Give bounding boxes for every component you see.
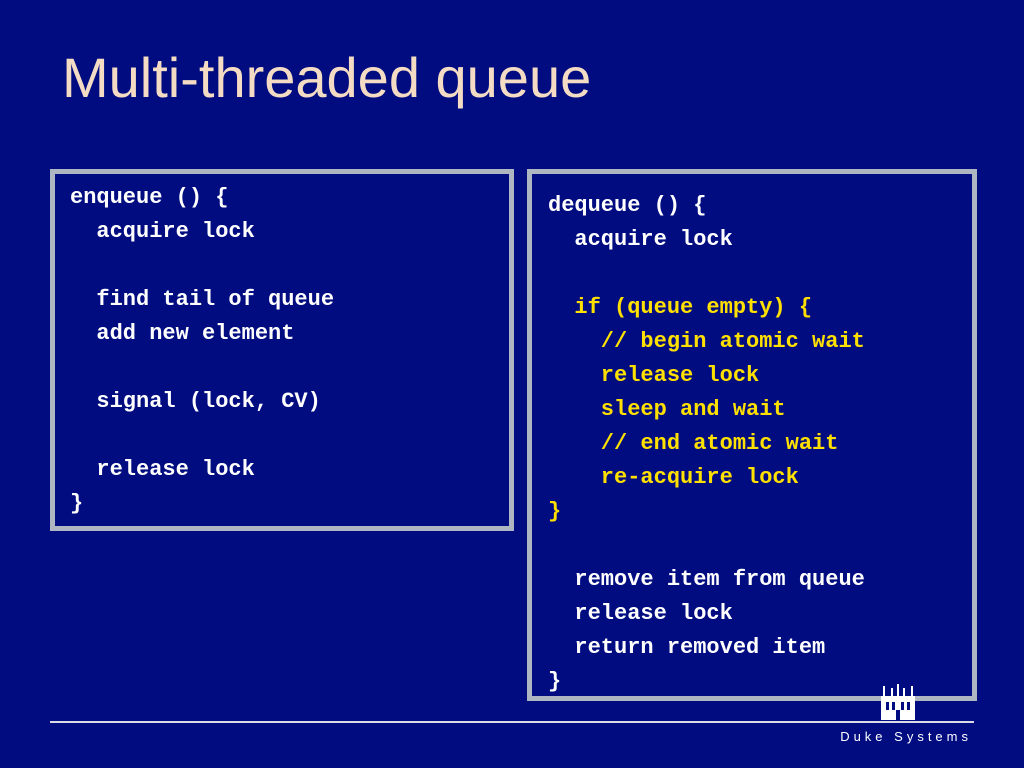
code-line-highlight: if (queue empty) { [548,295,813,320]
code-line: enqueue () { [70,185,229,210]
slide-title: Multi-threaded queue [62,46,592,109]
code-line-highlight: sleep and wait [548,397,786,422]
code-line: } [548,669,562,694]
code-line-highlight: } [548,499,562,524]
code-line: dequeue () { [548,193,707,218]
code-line: add new element [70,321,295,346]
code-line: acquire lock [70,219,255,244]
code-line: remove item from queue [548,567,865,592]
code-line-highlight: release lock [548,363,760,388]
code-line: release lock [70,457,255,482]
code-line: return removed item [548,635,826,660]
enqueue-code-box: enqueue () { acquire lock find tail of q… [50,169,514,531]
code-line: release lock [548,601,733,626]
dequeue-code-box: dequeue () { acquire lock if (queue empt… [527,169,977,701]
code-line: } [70,491,84,516]
footer-divider [50,721,974,723]
code-line-highlight: // end atomic wait [548,431,839,456]
code-line: signal (lock, CV) [70,389,321,414]
code-line: find tail of queue [70,287,335,312]
code-line-highlight: re-acquire lock [548,465,799,490]
footer-brand: Duke Systems [840,729,972,744]
code-line-highlight: // begin atomic wait [548,329,865,354]
duke-chapel-logo-icon [881,684,915,720]
code-line: acquire lock [548,227,733,252]
